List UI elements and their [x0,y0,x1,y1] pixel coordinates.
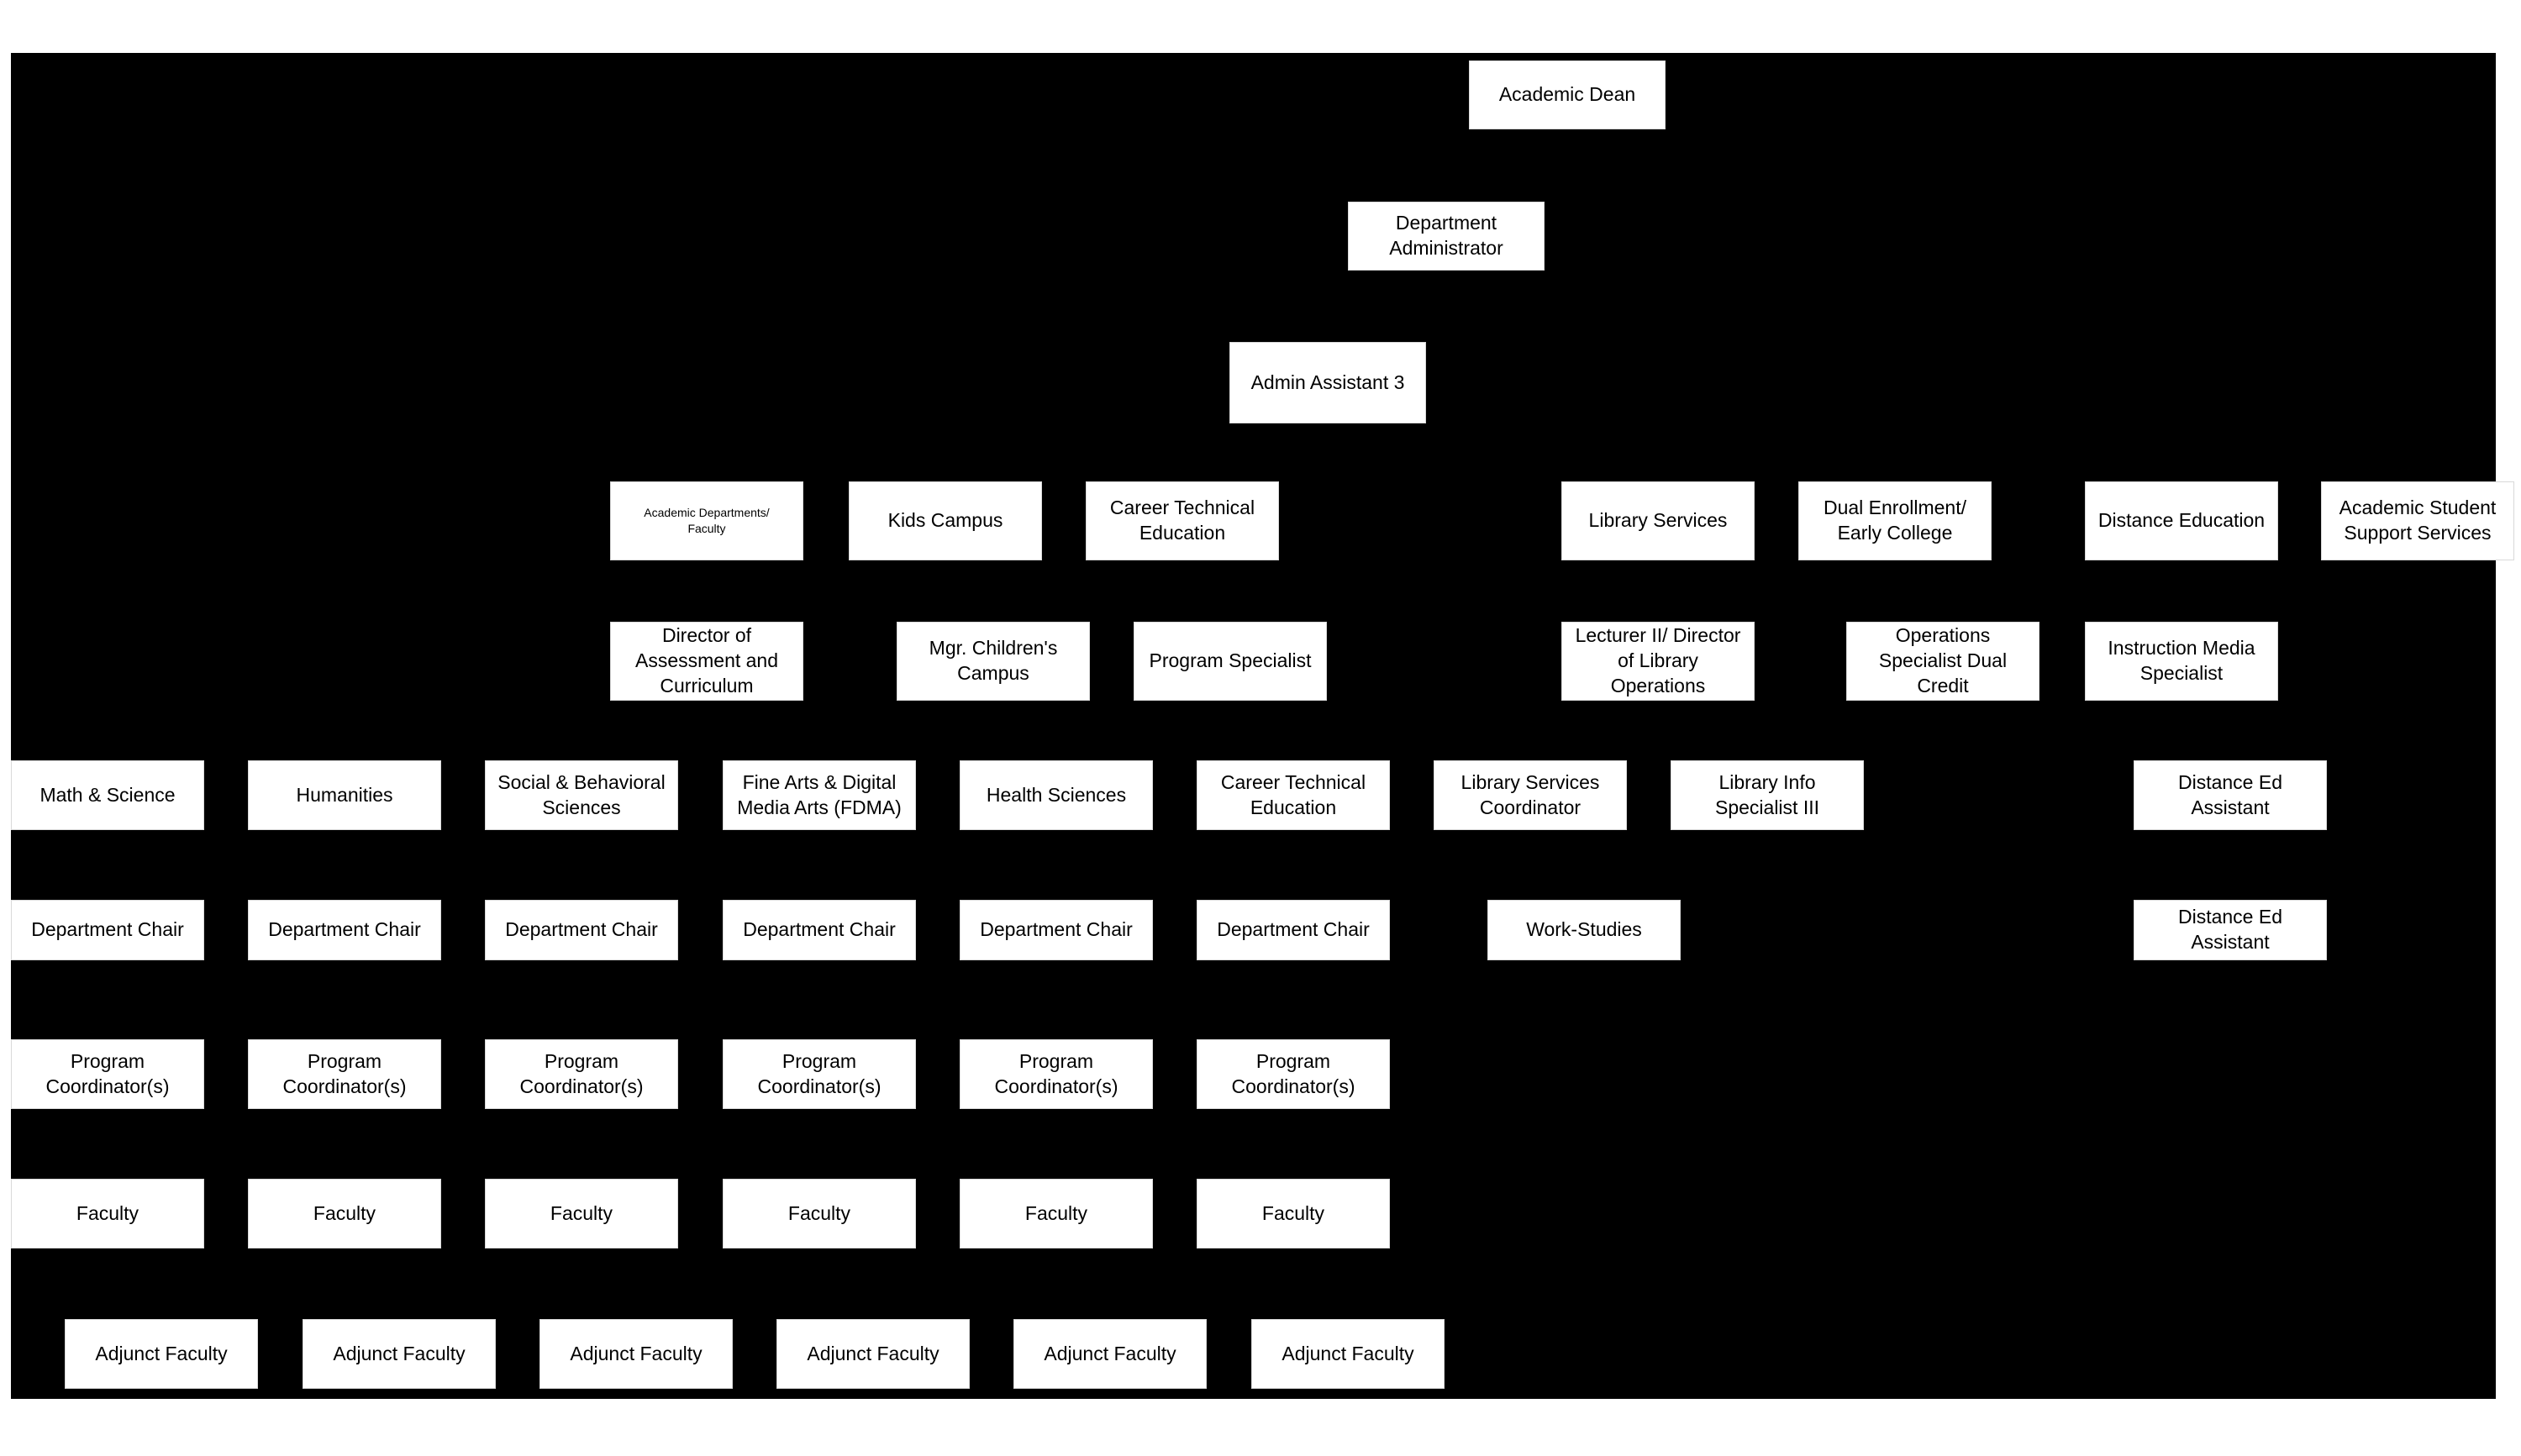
org-node-academic-departments-faculty[interactable]: Academic Departments/ Faculty [610,481,803,560]
org-node-program-coordinators-1[interactable]: Program Coordinator(s) [11,1039,204,1109]
org-node-library-services[interactable]: Library Services [1561,481,1755,560]
org-node-adjunct-faculty-1[interactable]: Adjunct Faculty [65,1319,258,1389]
org-node-humanities[interactable]: Humanities [248,760,441,830]
org-node-library-services-coordinator[interactable]: Library Services Coordinator [1434,760,1627,830]
org-node-health-sciences[interactable]: Health Sciences [960,760,1153,830]
org-node-distance-education[interactable]: Distance Education [2085,481,2278,560]
org-node-admin-assistant-3[interactable]: Admin Assistant 3 [1229,342,1426,423]
org-node-department-chair-2[interactable]: Department Chair [248,900,441,960]
org-node-faculty-4[interactable]: Faculty [723,1179,916,1248]
org-node-department-chair-3[interactable]: Department Chair [485,900,678,960]
org-node-adjunct-faculty-2[interactable]: Adjunct Faculty [303,1319,496,1389]
org-node-faculty-1[interactable]: Faculty [11,1179,204,1248]
org-node-adjunct-faculty-4[interactable]: Adjunct Faculty [776,1319,970,1389]
org-node-distance-ed-assistant-1[interactable]: Distance Ed Assistant [2134,760,2327,830]
org-node-academic-student-support-services[interactable]: Academic Student Support Services [2321,481,2514,560]
org-node-faculty-5[interactable]: Faculty [960,1179,1153,1248]
org-node-faculty-3[interactable]: Faculty [485,1179,678,1248]
org-node-math-and-science[interactable]: Math & Science [11,760,204,830]
org-node-fine-arts-and-digital-media-arts[interactable]: Fine Arts & Digital Media Arts (FDMA) [723,760,916,830]
org-node-department-chair-5[interactable]: Department Chair [960,900,1153,960]
org-node-program-coordinators-4[interactable]: Program Coordinator(s) [723,1039,916,1109]
chart-background [11,53,2496,1399]
org-node-dual-enrollment-early-college[interactable]: Dual Enrollment/ Early College [1798,481,1992,560]
org-node-lecturer-ii-director-of-library-operations[interactable]: Lecturer II/ Director of Library Operati… [1561,622,1755,701]
org-node-adjunct-faculty-3[interactable]: Adjunct Faculty [539,1319,733,1389]
org-node-academic-dean[interactable]: Academic Dean [1469,60,1666,129]
org-node-department-administrator[interactable]: Department Administrator [1348,202,1545,271]
org-node-program-coordinators-2[interactable]: Program Coordinator(s) [248,1039,441,1109]
org-node-adjunct-faculty-6[interactable]: Adjunct Faculty [1251,1319,1445,1389]
org-node-career-technical-education-dept[interactable]: Career Technical Education [1197,760,1390,830]
org-node-library-info-specialist-iii[interactable]: Library Info Specialist III [1671,760,1864,830]
org-node-program-coordinators-5[interactable]: Program Coordinator(s) [960,1039,1153,1109]
org-node-kids-campus[interactable]: Kids Campus [849,481,1042,560]
org-node-adjunct-faculty-5[interactable]: Adjunct Faculty [1013,1319,1207,1389]
org-node-program-specialist[interactable]: Program Specialist [1134,622,1327,701]
org-node-career-technical-education-unit[interactable]: Career Technical Education [1086,481,1279,560]
org-node-director-of-assessment-and-curriculum[interactable]: Director of Assessment and Curriculum [610,622,803,701]
org-node-department-chair-4[interactable]: Department Chair [723,900,916,960]
org-node-department-chair-6[interactable]: Department Chair [1197,900,1390,960]
org-node-work-studies[interactable]: Work-Studies [1487,900,1681,960]
org-node-social-and-behavioral-sciences[interactable]: Social & Behavioral Sciences [485,760,678,830]
org-node-distance-ed-assistant-2[interactable]: Distance Ed Assistant [2134,900,2327,960]
org-node-faculty-6[interactable]: Faculty [1197,1179,1390,1248]
org-node-program-coordinators-3[interactable]: Program Coordinator(s) [485,1039,678,1109]
org-node-mgr-childrens-campus[interactable]: Mgr. Children's Campus [897,622,1090,701]
org-node-instruction-media-specialist[interactable]: Instruction Media Specialist [2085,622,2278,701]
org-node-program-coordinators-6[interactable]: Program Coordinator(s) [1197,1039,1390,1109]
org-node-faculty-2[interactable]: Faculty [248,1179,441,1248]
org-node-department-chair-1[interactable]: Department Chair [11,900,204,960]
org-node-operations-specialist-dual-credit[interactable]: Operations Specialist Dual Credit [1846,622,2039,701]
